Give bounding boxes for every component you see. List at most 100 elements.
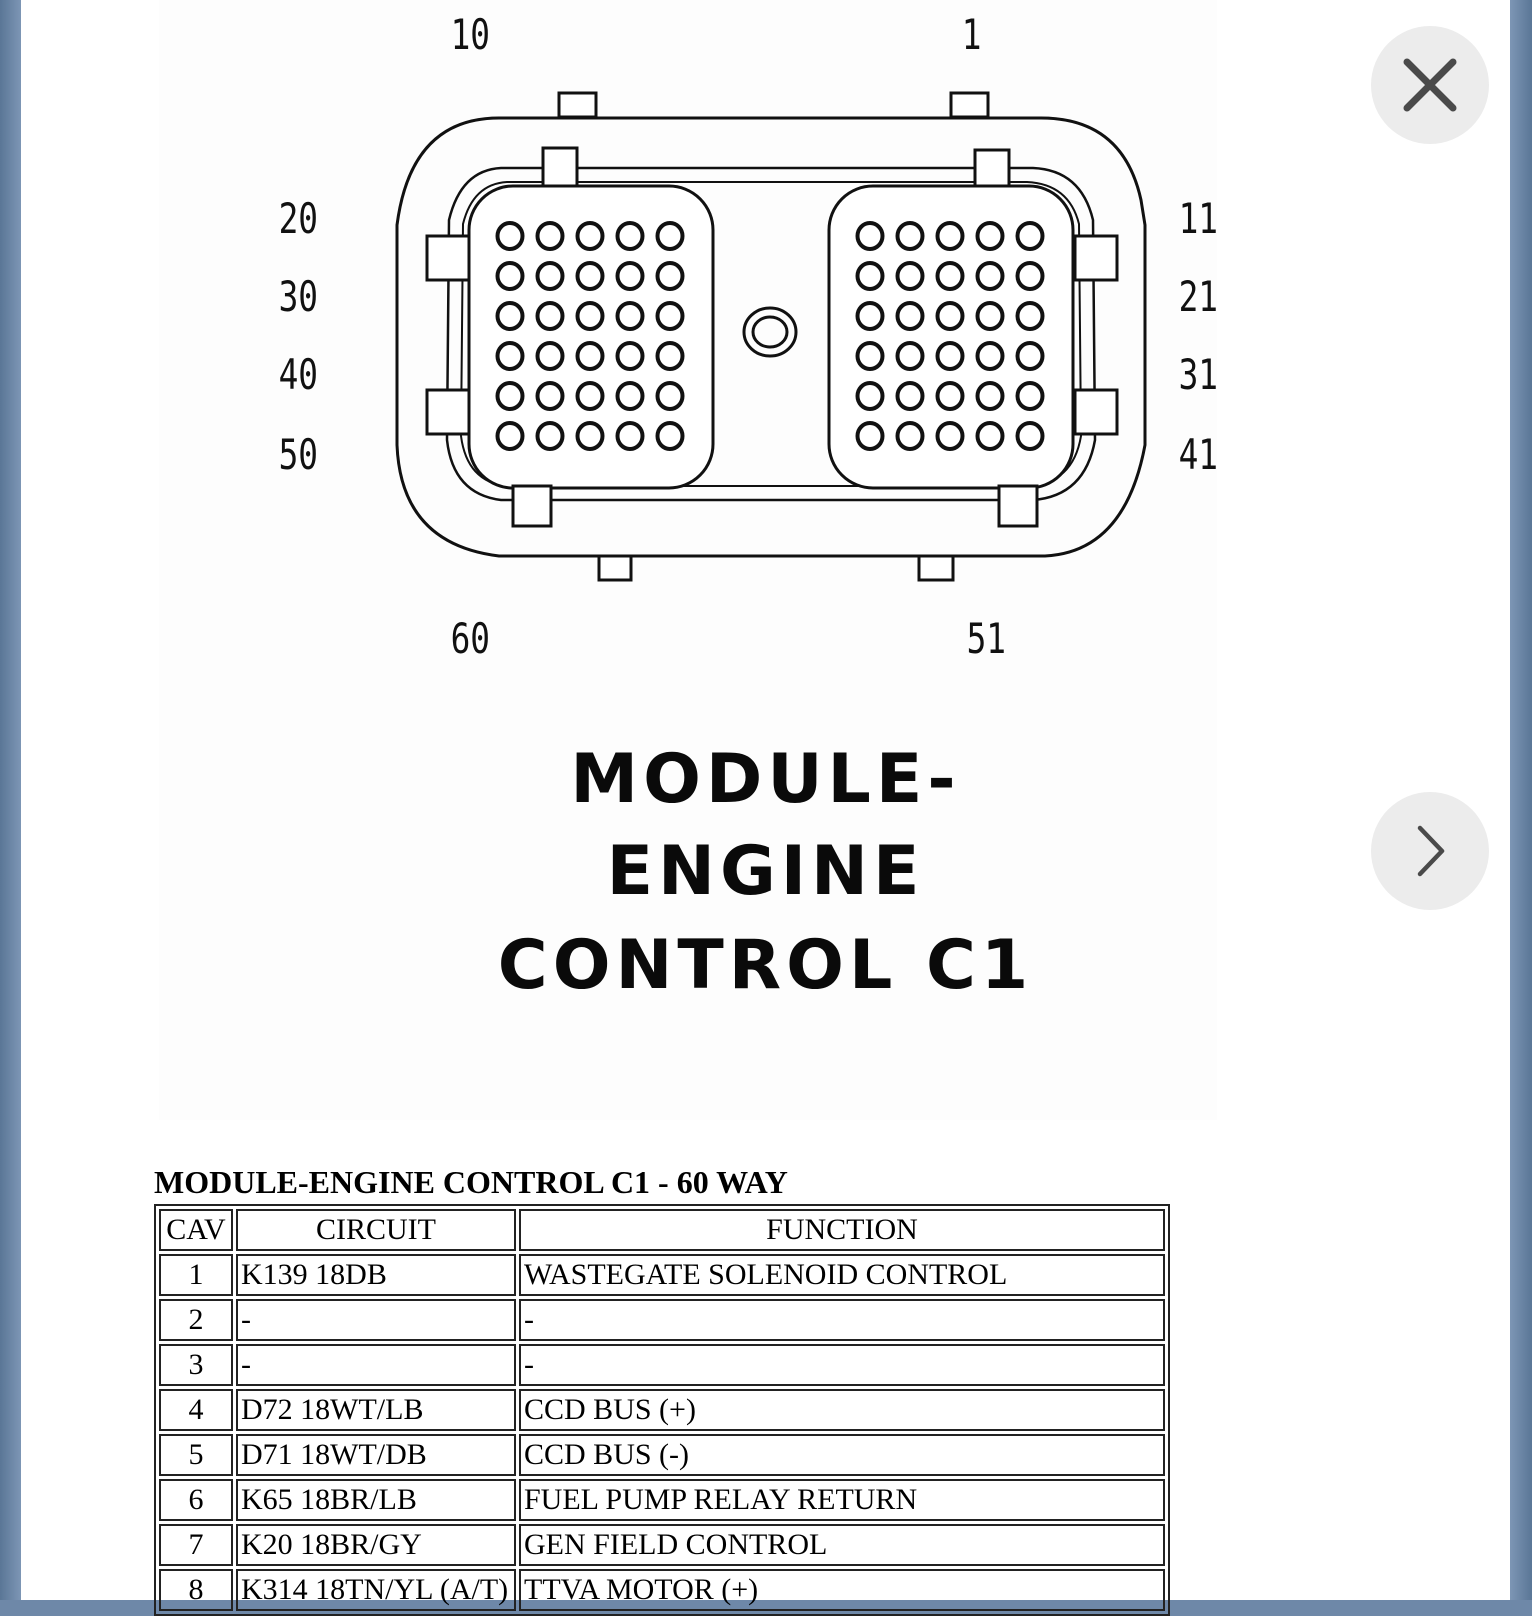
next-image-button[interactable] xyxy=(1371,792,1489,910)
pin-hole xyxy=(575,221,605,251)
pin-label-51: 51 xyxy=(966,614,1007,663)
pin-hole xyxy=(855,221,885,251)
column-header-cav: CAV xyxy=(159,1209,233,1251)
latch-tab xyxy=(541,146,579,188)
pin-hole xyxy=(655,341,685,371)
pin-hole xyxy=(935,261,965,291)
cell-circuit: K139 18DB xyxy=(236,1254,516,1296)
pin-block-right xyxy=(827,184,1075,490)
cell-cav: 6 xyxy=(159,1479,233,1521)
pin-label-11: 11 xyxy=(1178,194,1219,243)
pin-hole xyxy=(615,341,645,371)
pin-label-60: 60 xyxy=(450,614,491,663)
cell-function: - xyxy=(519,1299,1165,1341)
cell-circuit: K20 18BR/GY xyxy=(236,1524,516,1566)
latch-tab xyxy=(597,554,633,582)
cell-cav: 1 xyxy=(159,1254,233,1296)
column-header-function: FUNCTION xyxy=(519,1209,1165,1251)
pin-hole xyxy=(655,421,685,451)
pin-hole xyxy=(495,341,525,371)
pin-hole xyxy=(535,261,565,291)
cell-cav: 2 xyxy=(159,1299,233,1341)
latch-tab xyxy=(949,91,990,119)
pin-label-40: 40 xyxy=(278,350,319,399)
pin-hole xyxy=(855,261,885,291)
pin-label-20: 20 xyxy=(278,194,319,243)
connector-diagram xyxy=(395,91,1147,582)
latch-tab xyxy=(973,148,1011,188)
pin-hole xyxy=(855,341,885,371)
pin-hole xyxy=(495,301,525,331)
latch-tab xyxy=(425,234,471,282)
pin-hole xyxy=(655,261,685,291)
diagram-title-line-2: ENGINE xyxy=(606,832,925,911)
cell-circuit: - xyxy=(236,1344,516,1386)
pin-hole xyxy=(935,381,965,411)
pin-hole xyxy=(1015,341,1045,371)
pin-label-50: 50 xyxy=(278,430,319,479)
pin-holes xyxy=(495,221,1045,451)
pin-hole xyxy=(495,261,525,291)
center-locator xyxy=(742,306,798,358)
close-button[interactable] xyxy=(1371,26,1489,144)
table-row: 2-- xyxy=(159,1299,1165,1341)
cell-circuit: D72 18WT/LB xyxy=(236,1389,516,1431)
cell-cav: 8 xyxy=(159,1569,233,1611)
latch-tab xyxy=(425,388,471,436)
pin-hole xyxy=(895,381,925,411)
pin-hole xyxy=(975,221,1005,251)
pin-hole xyxy=(495,221,525,251)
pin-hole xyxy=(615,381,645,411)
diagram-title-line-3: CONTROL C1 xyxy=(497,926,1034,1005)
pin-hole xyxy=(935,221,965,251)
pin-hole xyxy=(975,381,1005,411)
cell-function: GEN FIELD CONTROL xyxy=(519,1524,1165,1566)
pin-hole xyxy=(975,341,1005,371)
cell-function: - xyxy=(519,1344,1165,1386)
cell-function: FUEL PUMP RELAY RETURN xyxy=(519,1479,1165,1521)
cell-circuit: D71 18WT/DB xyxy=(236,1434,516,1476)
pin-hole xyxy=(855,381,885,411)
latch-tab xyxy=(511,484,553,528)
pin-label-41: 41 xyxy=(1178,430,1219,479)
pin-hole xyxy=(575,341,605,371)
pin-hole xyxy=(615,301,645,331)
pin-hole xyxy=(935,301,965,331)
pin-hole xyxy=(975,261,1005,291)
pin-hole xyxy=(855,421,885,451)
pin-label-10: 10 xyxy=(450,10,491,59)
pin-hole xyxy=(1015,261,1045,291)
table-heading: MODULE-ENGINE CONTROL C1 - 60 WAY xyxy=(154,1164,788,1200)
pin-hole xyxy=(575,381,605,411)
pin-hole xyxy=(935,421,965,451)
cell-function: CCD BUS (-) xyxy=(519,1434,1165,1476)
cell-function: CCD BUS (+) xyxy=(519,1389,1165,1431)
pin-hole xyxy=(975,421,1005,451)
pin-hole xyxy=(935,341,965,371)
latch-tab xyxy=(1073,388,1119,436)
pin-hole xyxy=(895,341,925,371)
pin-hole xyxy=(655,381,685,411)
chevron-right-icon xyxy=(1417,825,1445,877)
pin-hole xyxy=(1015,421,1045,451)
cell-cav: 7 xyxy=(159,1524,233,1566)
pin-hole xyxy=(575,301,605,331)
column-header-circuit: CIRCUIT xyxy=(236,1209,516,1251)
pin-hole xyxy=(535,421,565,451)
image-viewer-page: 10 1 20 30 40 50 11 21 31 41 60 51 MODUL… xyxy=(21,0,1510,1616)
cell-function: WASTEGATE SOLENOID CONTROL xyxy=(519,1254,1165,1296)
pin-hole xyxy=(495,381,525,411)
latch-tab xyxy=(997,484,1039,528)
pin-hole xyxy=(615,261,645,291)
cell-cav: 5 xyxy=(159,1434,233,1476)
connector-outer-shell xyxy=(395,116,1147,558)
pin-hole xyxy=(615,221,645,251)
cell-circuit: K314 18TN/YL (A/T) xyxy=(236,1569,516,1611)
pin-label-31: 31 xyxy=(1178,350,1219,399)
